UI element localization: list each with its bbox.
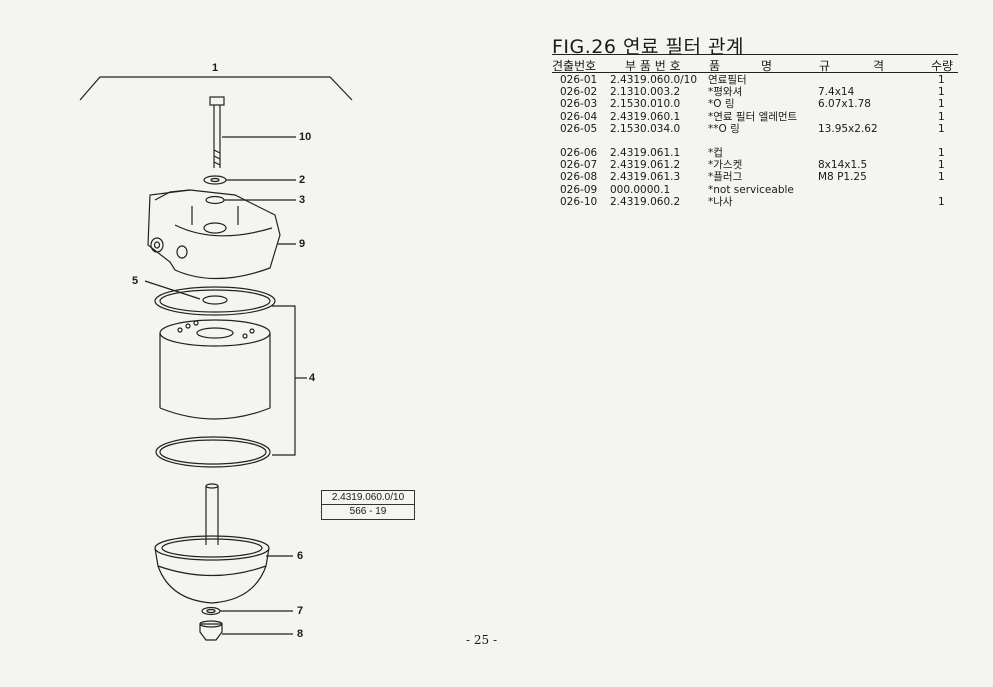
callout-4: 4 <box>309 372 316 384</box>
header-ref-no: 견출번호 <box>552 59 597 73</box>
row-qty: 1 <box>938 74 945 86</box>
header-name-a: 품 <box>709 59 721 73</box>
row-name: *플러그 <box>708 171 743 184</box>
row-ref-no: 026-09 <box>560 183 598 196</box>
row-part-no: 2.1310.003.2 <box>610 86 681 99</box>
row-part-no: 2.4319.060.2 <box>610 195 681 208</box>
row-part-no: 2.4319.061.1 <box>610 146 681 159</box>
table-row: 026-06 2.4319.061.1 *컵 1 <box>560 147 958 159</box>
header-spec-a: 규 <box>819 59 831 73</box>
row-spec: 13.95x2.62 <box>818 122 878 135</box>
row-spec: 7.4x14 <box>818 86 855 99</box>
row-name: 연료필터 <box>708 74 747 86</box>
header-part-no: 부 품 번 호 <box>625 59 681 73</box>
callout-8: 8 <box>297 628 304 640</box>
row-ref-no: 026-10 <box>560 195 598 208</box>
stamp-code: 566 - 19 <box>349 506 387 517</box>
table-row: 026-03 2.1530.010.0 *O 링 6.07x1.78 1 <box>560 98 958 110</box>
table-row: 026-04 2.4319.060.1 *연료 필터 엘레먼트 1 <box>560 111 958 123</box>
row-qty: 1 <box>938 159 945 172</box>
row-ref-no: 026-08 <box>560 171 598 184</box>
row-name: *not serviceable <box>708 183 794 196</box>
row-ref-no: 026-01 <box>560 74 598 86</box>
header-divider <box>552 72 958 73</box>
table-row: 026-01 2.4319.060.0/10 연료필터 1 <box>560 74 958 86</box>
callout-2: 2 <box>299 174 306 186</box>
callout-9: 9 <box>299 238 306 250</box>
row-spec: M8 P1.25 <box>818 171 867 184</box>
parts-table: 026-01 2.4319.060.0/10 연료필터 1 026-02 2.1… <box>560 74 958 208</box>
title-divider <box>552 54 958 55</box>
row-ref-no: 026-05 <box>560 122 598 135</box>
row-ref-no: 026-04 <box>560 110 598 123</box>
row-qty: 1 <box>938 171 945 184</box>
row-ref-no: 026-02 <box>560 86 598 99</box>
table-row: 026-10 2.4319.060.2 *나사 1 <box>560 196 958 208</box>
header-qty: 수량 <box>931 59 954 73</box>
row-qty: 1 <box>938 122 945 135</box>
part-number-stamp: 2.4319.060.0/10 566 - 19 <box>321 490 415 520</box>
row-qty: 1 <box>938 146 945 159</box>
row-qty: 1 <box>938 195 945 208</box>
table-row: 026-08 2.4319.061.3 *플러그 M8 P1.25 1 <box>560 171 958 183</box>
row-name: *평와셔 <box>708 86 743 99</box>
row-ref-no: 026-06 <box>560 146 598 159</box>
callout-5: 5 <box>132 275 139 287</box>
row-qty: 1 <box>938 98 945 111</box>
row-name: *가스켓 <box>708 159 743 172</box>
row-qty: 1 <box>938 110 945 123</box>
row-part-no: 2.1530.010.0 <box>610 98 681 111</box>
header-name-b: 명 <box>761 59 773 73</box>
callout-6: 6 <box>297 550 304 562</box>
row-spec: 6.07x1.78 <box>818 98 871 111</box>
row-part-no: 2.4319.061.3 <box>610 171 681 184</box>
parts-table-header: 견출번호 부 품 번 호 품 명 규 격 수량 <box>552 57 958 73</box>
table-row: 026-05 2.1530.034.0 **O 링 13.95x2.62 1 <box>560 123 958 135</box>
table-row: 026-02 2.1310.003.2 *평와셔 7.4x14 1 <box>560 86 958 98</box>
row-ref-no: 026-03 <box>560 98 598 111</box>
stamp-part-number: 2.4319.060.0/10 <box>331 492 405 503</box>
row-part-no: 000.0000.1 <box>610 183 671 196</box>
row-name: *나사 <box>708 195 733 208</box>
figure-title: FIG.26 연료 필터 관계 <box>552 36 744 58</box>
table-row: 026-07 2.4319.061.2 *가스켓 8x14x1.5 1 <box>560 159 958 171</box>
row-spec: 8x14x1.5 <box>818 159 868 172</box>
callout-10: 10 <box>299 131 312 143</box>
row-part-no: 2.4319.060.0/10 <box>610 74 698 86</box>
page-number: - 25 - <box>466 633 498 647</box>
row-name: **O 링 <box>708 122 740 135</box>
fuel-filter-exploded-diagram <box>79 76 353 641</box>
callout-7: 7 <box>297 605 304 617</box>
row-part-no: 2.4319.060.1 <box>610 110 681 123</box>
header-spec-b: 격 <box>873 59 885 73</box>
row-qty: 1 <box>938 86 945 99</box>
row-ref-no: 026-07 <box>560 159 598 172</box>
stamp-divider <box>322 504 414 505</box>
row-part-no: 2.4319.061.2 <box>610 159 681 172</box>
callout-1: 1 <box>212 62 219 74</box>
row-name: *O 링 <box>708 98 735 111</box>
callout-3: 3 <box>299 194 306 206</box>
row-name: *컵 <box>708 146 723 159</box>
row-name: *연료 필터 엘레먼트 <box>708 110 798 123</box>
row-part-no: 2.1530.034.0 <box>610 122 681 135</box>
table-row: 026-09 000.0000.1 *not serviceable <box>560 184 958 196</box>
